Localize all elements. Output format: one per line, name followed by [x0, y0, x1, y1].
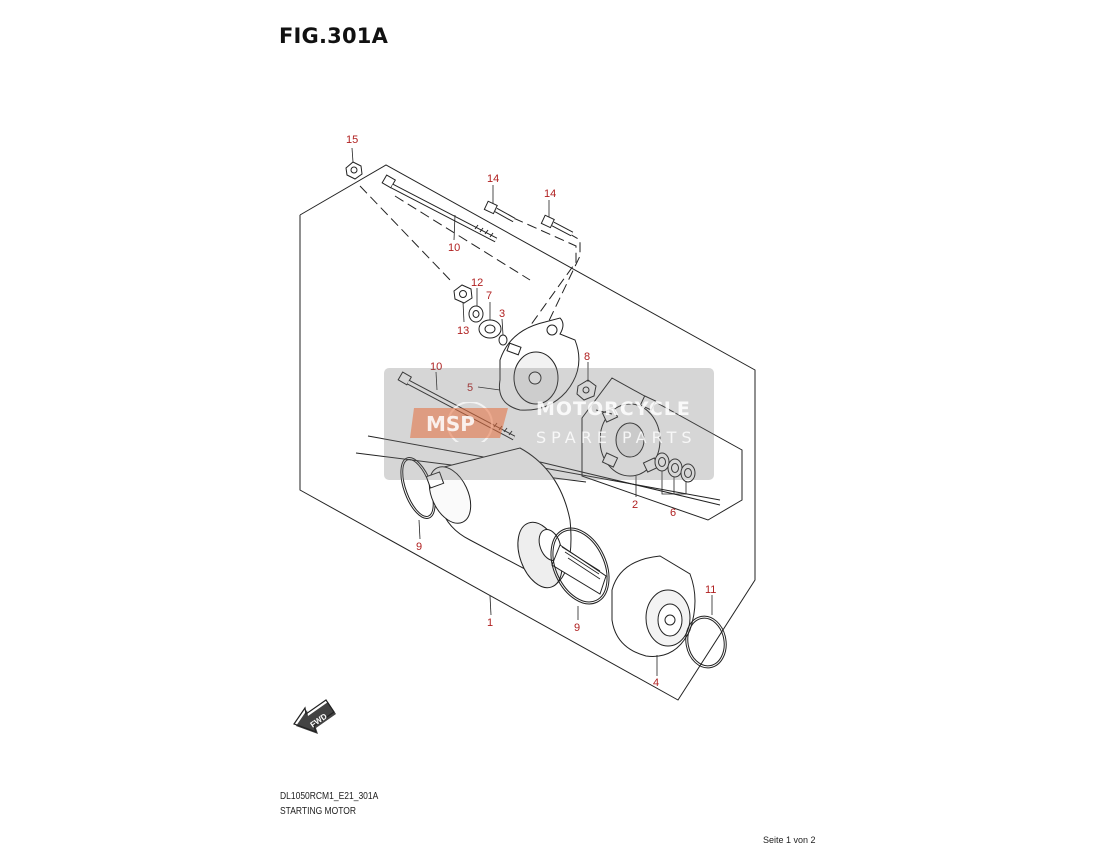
nut-15 [345, 161, 363, 180]
figure-caption: STARTING MOTOR [280, 806, 357, 817]
page-counter: Seite 1 von 2 [763, 835, 816, 845]
callout-10-lower: 10 [430, 361, 442, 373]
screw-14-left [483, 200, 516, 223]
callout-7: 7 [486, 290, 492, 302]
callout-11: 11 [705, 584, 716, 596]
washer-12 [468, 305, 484, 323]
guide-line [539, 461, 721, 506]
callout-4: 4 [653, 677, 659, 689]
guide-line [499, 211, 577, 341]
callout-14-left: 14 [487, 173, 499, 185]
figure-code: DL1050RCM1_E21_301A [280, 791, 379, 802]
figure-title: FIG.301A [279, 24, 389, 48]
watermark-line-2: SPARE PARTS [536, 428, 697, 447]
callout-12: 12 [471, 277, 483, 289]
front-housing-4 [611, 555, 696, 657]
guide-line [534, 225, 581, 351]
callout-1: 1 [487, 617, 493, 629]
guide-line [394, 195, 531, 281]
callout-2: 2 [632, 499, 638, 511]
callout-6: 6 [670, 507, 676, 519]
o-ring-11 [685, 615, 727, 669]
callout-15: 15 [346, 134, 358, 146]
end-cover-5 [498, 317, 580, 411]
washer-set-6 [654, 452, 696, 483]
brush-holder-2 [595, 395, 661, 477]
inner-frame [581, 377, 743, 521]
outer-frame [299, 164, 756, 701]
callout-13: 13 [457, 325, 469, 337]
nut-13 [453, 284, 473, 304]
leader-lines [351, 147, 713, 676]
screw-14-right [540, 214, 574, 237]
seal-7 [478, 319, 502, 339]
o-ring-9-right [550, 527, 610, 605]
callout-9-left: 9 [416, 541, 422, 553]
callout-8: 8 [584, 351, 590, 363]
armature [517, 521, 607, 595]
callout-3: 3 [499, 308, 505, 320]
callout-5: 5 [467, 382, 473, 394]
watermark-logo-text: MSP [426, 412, 475, 436]
callout-labels: 15 14 14 10 12 7 3 13 10 8 5 2 6 9 1 9 1… [346, 134, 716, 689]
fwd-arrow-icon: FWD [293, 699, 336, 734]
watermark-line-1: MOTORCYCLE [536, 398, 691, 420]
through-bolt-10-upper [381, 174, 498, 243]
callout-14-right: 14 [544, 188, 556, 200]
o-ring-3 [498, 334, 508, 346]
guide-line [359, 185, 453, 283]
callout-10-upper: 10 [448, 242, 460, 254]
callout-9-right: 9 [574, 622, 580, 634]
watermark-logo-icon: MSP [410, 402, 508, 442]
